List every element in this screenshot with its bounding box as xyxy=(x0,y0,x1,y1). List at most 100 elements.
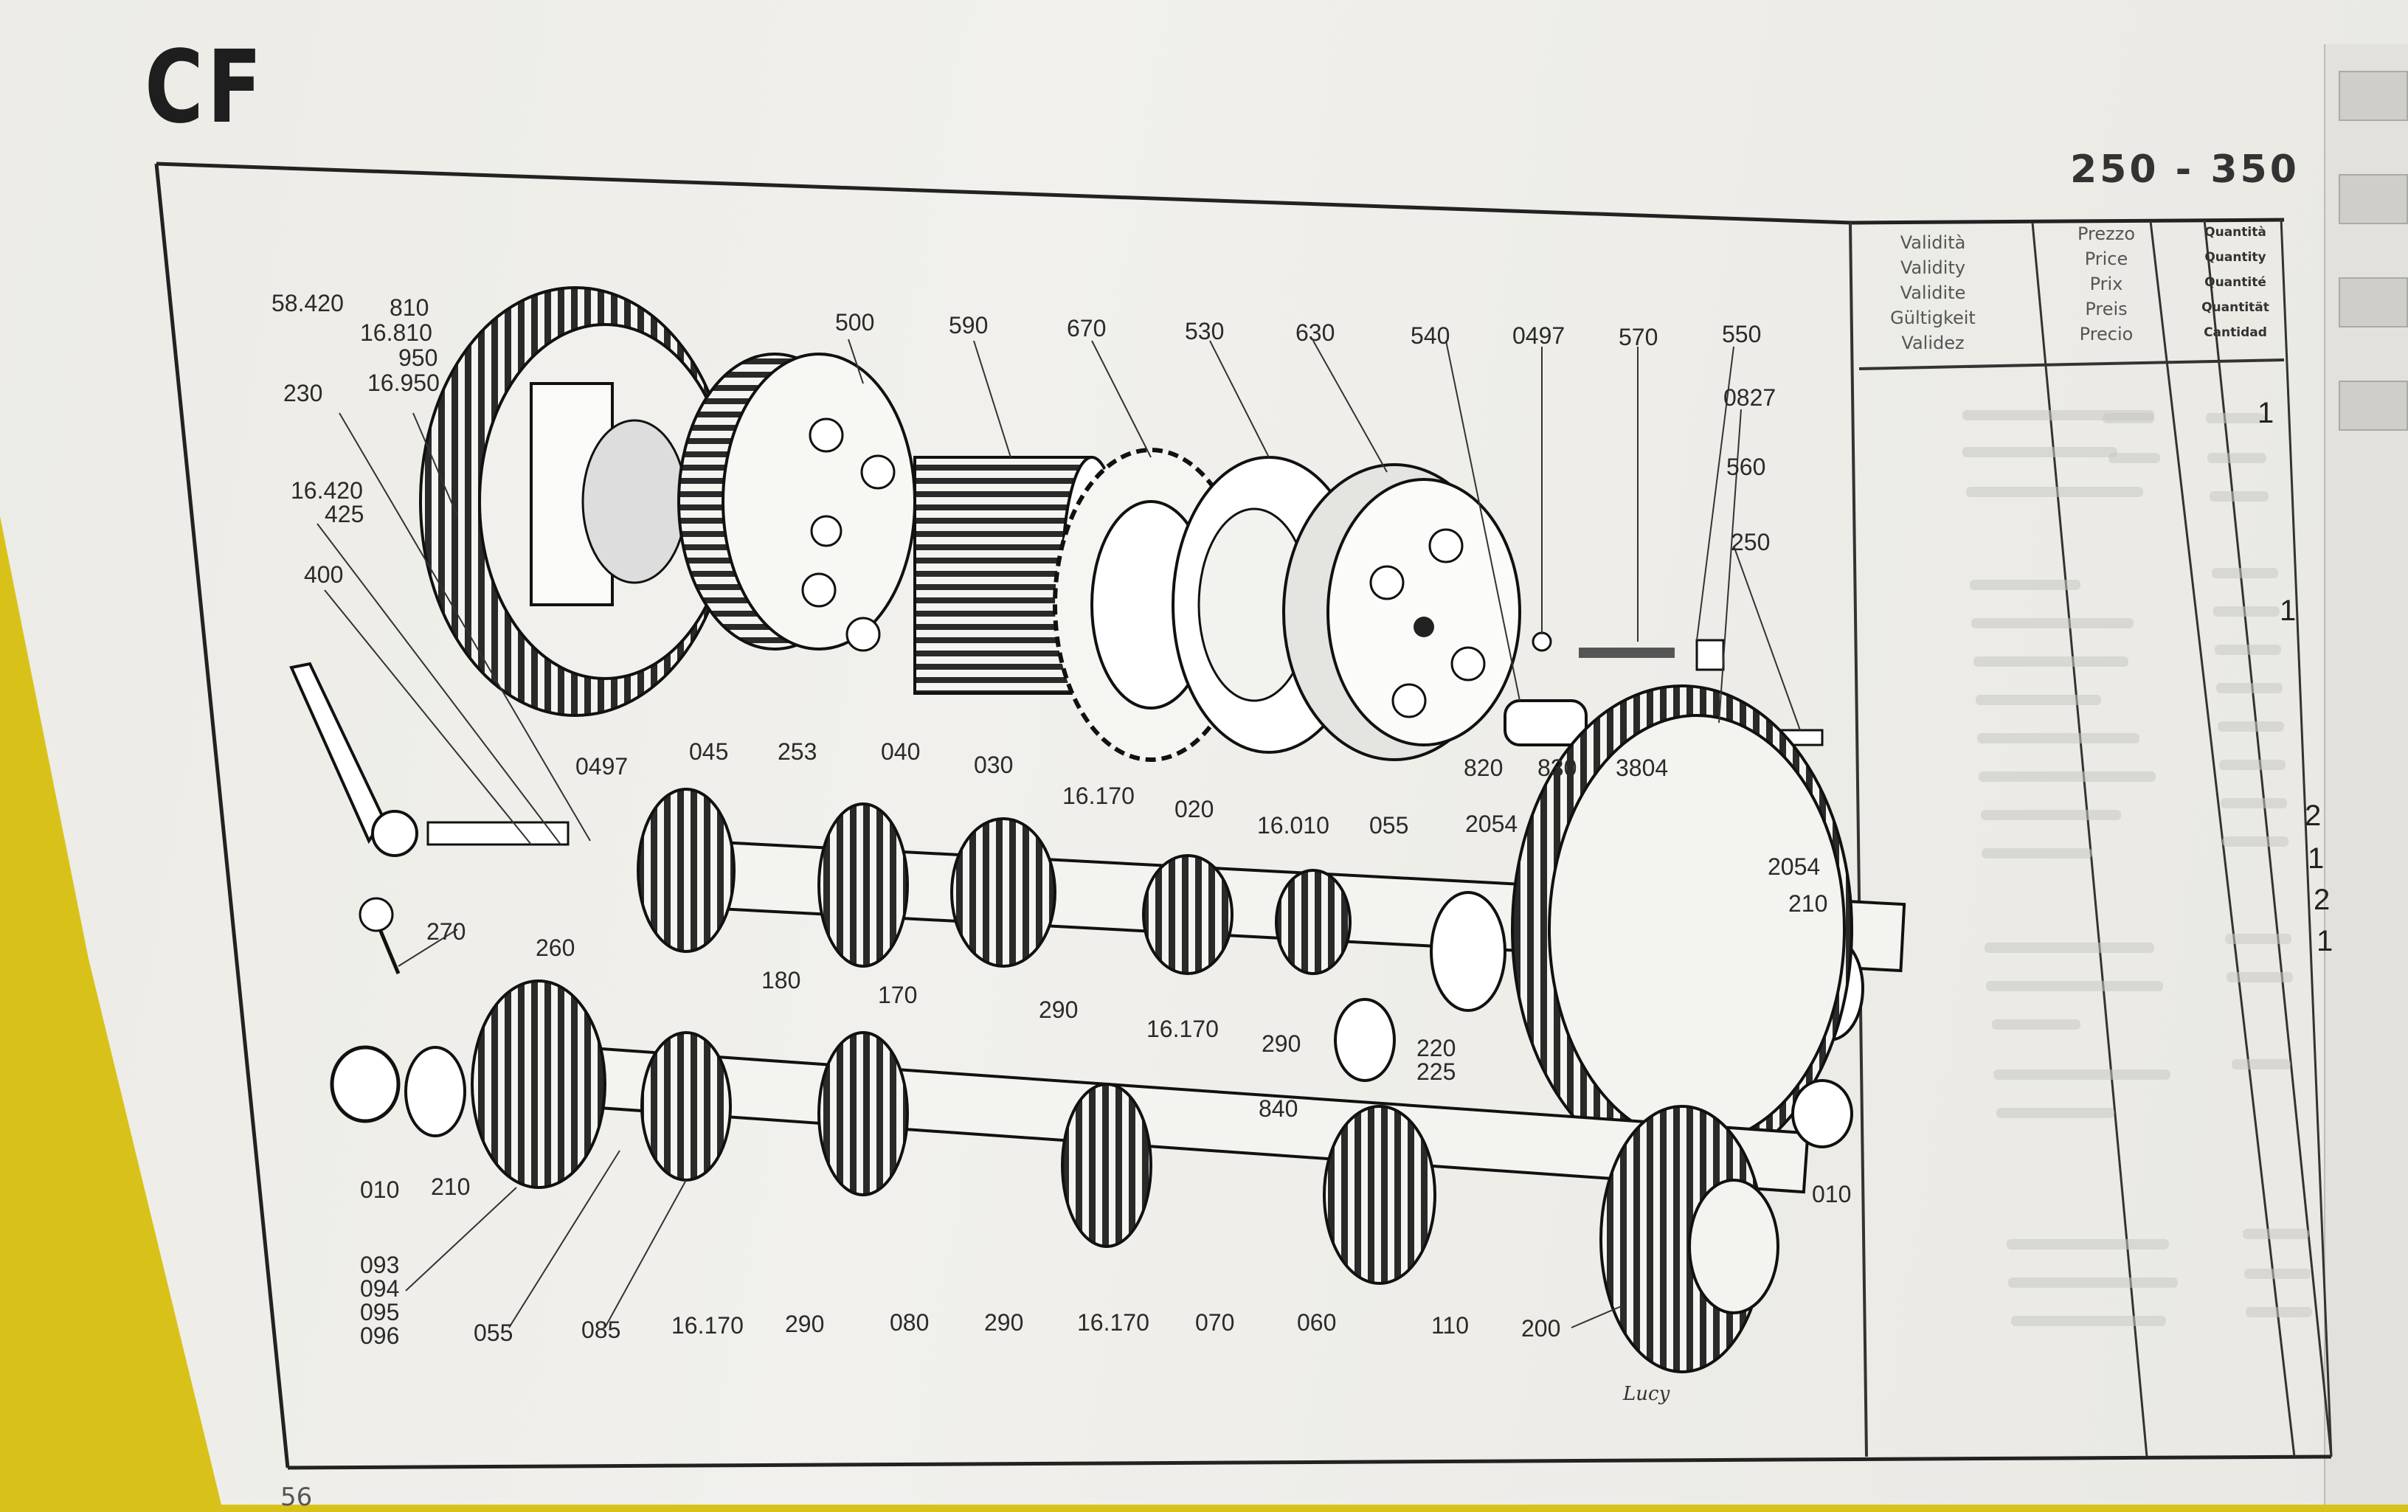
part-label: 550 xyxy=(1722,321,1761,347)
ghost-text xyxy=(2219,760,2286,770)
part-label: 093 xyxy=(360,1252,399,1278)
part-label: 16.170 xyxy=(671,1312,744,1339)
part-label: 030 xyxy=(974,752,1013,778)
index-tab xyxy=(2339,277,2408,327)
index-tab xyxy=(2339,381,2408,431)
artist-signature: Lucy xyxy=(1622,1383,1670,1405)
quantity-value: 1 xyxy=(2280,594,2297,627)
part-label: 0827 xyxy=(1723,384,1776,411)
ghost-text xyxy=(1962,447,2117,457)
ghost-text xyxy=(1985,943,2154,953)
price-header-fr: Prix xyxy=(2089,274,2123,294)
validity-header-fr: Validite xyxy=(1900,282,1966,303)
ghost-text xyxy=(2210,491,2269,502)
part-label: 085 xyxy=(581,1317,620,1343)
part-label: 250 xyxy=(1731,529,1770,555)
validity-header-it: Validità xyxy=(1900,232,1966,253)
ghost-text xyxy=(1979,771,2156,782)
price-header-de: Preis xyxy=(2085,299,2128,319)
part-label: 110 xyxy=(1431,1312,1469,1339)
clutch-basket xyxy=(419,286,732,717)
ghost-text xyxy=(2243,1229,2309,1239)
part-label: 225 xyxy=(1416,1058,1456,1085)
part-label: 2054 xyxy=(1465,811,1518,837)
index-tab xyxy=(2339,174,2408,224)
part-label: 58.420 xyxy=(271,290,344,316)
clutch-plates xyxy=(677,353,916,652)
ghost-text xyxy=(2216,683,2283,693)
quantity-header-es: Cantidad xyxy=(2204,325,2267,340)
part-label: 3804 xyxy=(1616,755,1668,781)
part-label: 820 xyxy=(1464,755,1503,781)
quantity-value: 2 xyxy=(2305,800,2322,832)
part-label: 170 xyxy=(878,982,917,1008)
quantity-header-it: Quantità xyxy=(2204,225,2266,240)
quantity-value: 1 xyxy=(2308,842,2325,875)
ghost-text xyxy=(2222,836,2288,847)
part-label: 095 xyxy=(360,1299,399,1325)
ghost-text xyxy=(2244,1269,2311,1279)
ghost-text xyxy=(2246,1307,2312,1317)
part-label: 070 xyxy=(1195,1309,1234,1336)
quantity-header-en: Quantity xyxy=(2204,250,2266,265)
part-label: 253 xyxy=(778,738,817,765)
part-label: 290 xyxy=(785,1311,824,1337)
part-label: 810 xyxy=(390,294,429,321)
part-label: 060 xyxy=(1297,1309,1336,1336)
part-label: 210 xyxy=(431,1173,470,1200)
part-label: 2054 xyxy=(1768,853,1820,880)
part-label: 270 xyxy=(426,918,466,945)
part-label: 540 xyxy=(1411,322,1450,349)
ghost-text xyxy=(2007,1239,2169,1249)
ghost-text xyxy=(2103,413,2154,423)
part-label: 590 xyxy=(949,312,988,339)
leader-lines xyxy=(316,339,1801,1328)
ghost-text xyxy=(2207,453,2266,463)
part-label: 094 xyxy=(360,1275,399,1302)
part-label: 16.950 xyxy=(367,370,440,396)
part-label: 230 xyxy=(283,380,322,406)
ghost-text xyxy=(1982,848,2092,859)
catalog-code: CF xyxy=(145,30,266,146)
part-label: 290 xyxy=(984,1309,1023,1336)
ghost-text xyxy=(2232,1059,2291,1069)
part-label: 560 xyxy=(1726,454,1765,480)
quantity-header: Quantità Quantity Quantité Quantität Can… xyxy=(2195,220,2276,345)
part-label: 16.170 xyxy=(1077,1309,1149,1336)
ghost-text xyxy=(1966,487,2143,497)
part-label: 670 xyxy=(1067,315,1106,341)
price-header: Prezzo Price Prix Preis Precio xyxy=(2051,221,2162,347)
quantity-header-fr: Quantité xyxy=(2204,275,2266,290)
ghost-text xyxy=(1973,656,2128,667)
part-labels-mainshaft: 16.420 425 400 0497 045 253 040 030 16.1… xyxy=(291,477,1827,1023)
ghost-text xyxy=(1971,618,2134,628)
part-label: 010 xyxy=(1812,1181,1851,1207)
ghost-text xyxy=(2011,1316,2166,1326)
part-label: 830 xyxy=(1537,755,1577,781)
large-gear xyxy=(1511,684,1853,1174)
part-label: 530 xyxy=(1185,318,1224,344)
ghost-text xyxy=(2227,972,2293,982)
part-label: 096 xyxy=(360,1322,399,1349)
ghost-text xyxy=(2008,1277,2178,1288)
quantity-value: 1 xyxy=(2317,925,2333,957)
validity-header-de: Gültigkeit xyxy=(1890,308,1976,328)
ghost-text xyxy=(2218,721,2284,732)
validity-header-es: Validez xyxy=(1901,333,1965,353)
validity-header-en: Validity xyxy=(1900,257,1966,278)
ghost-text xyxy=(2215,645,2281,655)
part-label: 260 xyxy=(536,934,575,961)
quantity-value: 2 xyxy=(2314,884,2331,916)
ghost-text xyxy=(1986,981,2163,991)
ghost-text xyxy=(1981,810,2121,820)
price-header-es: Precio xyxy=(2079,324,2134,344)
layshaft-assembly xyxy=(330,979,1853,1373)
part-label: 055 xyxy=(1369,812,1408,839)
part-label: 16.420 xyxy=(291,477,363,504)
ghost-text xyxy=(1992,1019,2080,1030)
part-label: 220 xyxy=(1416,1035,1456,1061)
part-label: 570 xyxy=(1619,324,1658,350)
part-label: 425 xyxy=(325,501,364,527)
